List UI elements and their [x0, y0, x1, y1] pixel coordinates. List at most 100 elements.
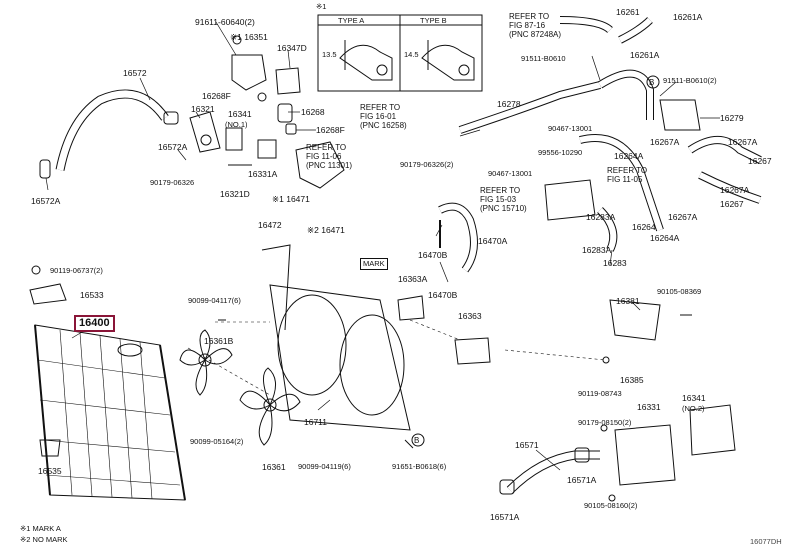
- part-label[interactable]: 16470A: [478, 236, 508, 246]
- part-label[interactable]: ※2 16471: [307, 225, 345, 235]
- inset-type-a: TYPE A: [338, 16, 365, 25]
- marker-b-top: B: [649, 78, 654, 87]
- figure-code: 16077DH: [750, 537, 782, 546]
- part-label[interactable]: 16341: [682, 393, 706, 403]
- part-label[interactable]: 16572A: [31, 196, 61, 206]
- ref-fig-87-16[interactable]: REFER TO FIG 87-16 (PNC 87248A): [509, 12, 562, 39]
- part-label[interactable]: 16278: [497, 99, 521, 109]
- part-label[interactable]: 91611-60640(2): [195, 17, 255, 27]
- footnote-1: ※1 MARK A: [20, 524, 61, 533]
- part-label[interactable]: 16264: [632, 222, 656, 232]
- part-label[interactable]: 16470B: [428, 290, 458, 300]
- bracket-16381: [609, 299, 661, 341]
- bracket-16279: [659, 99, 701, 131]
- inset-dim-a: 13.5: [322, 50, 337, 59]
- bypass-16331a: [257, 139, 277, 159]
- part-label[interactable]: 16267A: [668, 212, 698, 222]
- part-label[interactable]: 16331A: [248, 169, 278, 179]
- part-label[interactable]: 16347D: [277, 43, 307, 53]
- part-label[interactable]: 90105-08160(2): [584, 501, 638, 510]
- part-label[interactable]: 16341: [228, 109, 252, 119]
- ref-fig-11-05[interactable]: REFER TO FIG 11-05: [607, 166, 648, 184]
- part-label[interactable]: 16321: [191, 104, 215, 114]
- part-label[interactable]: 16267A: [650, 137, 680, 147]
- part-label[interactable]: 90179-06326: [150, 178, 195, 187]
- outlet-16321: [189, 111, 221, 153]
- part-label[interactable]: 16268: [301, 107, 325, 117]
- part-label[interactable]: 16268F: [202, 91, 231, 101]
- part-label[interactable]: 16472: [258, 220, 282, 230]
- part-label[interactable]: 16279: [720, 113, 744, 123]
- part-label: (NO.2): [682, 404, 705, 413]
- mount-16535: [39, 439, 61, 457]
- part-label[interactable]: ※1 16471: [272, 194, 310, 204]
- part-label[interactable]: 16381: [616, 296, 640, 306]
- part-label[interactable]: 16261A: [673, 12, 703, 22]
- gasket-16341-no2: [689, 404, 736, 456]
- part-label[interactable]: 90099-04117(6): [188, 296, 241, 305]
- part-label[interactable]: 16363A: [398, 274, 428, 284]
- part-label[interactable]: 16264A: [650, 233, 680, 243]
- part-label[interactable]: 16267: [720, 199, 744, 209]
- ref-fig-15-03[interactable]: REFER TO FIG 15-03 (PNC 15710): [480, 186, 527, 213]
- part-label[interactable]: 16711: [304, 417, 328, 427]
- inset-dim-b: 14.5: [404, 50, 419, 59]
- highlighted-part-16400[interactable]: 16400: [74, 315, 115, 332]
- part-label[interactable]: 90099-05164(2): [190, 437, 244, 446]
- part-label[interactable]: 90099-04119(6): [298, 462, 351, 471]
- part-label[interactable]: 16572A: [158, 142, 188, 152]
- part-label[interactable]: 16361B: [204, 336, 234, 346]
- part-label[interactable]: 16267A: [728, 137, 758, 147]
- mark-tag: MARK: [360, 258, 388, 270]
- part-label[interactable]: 90179-06326(2): [400, 160, 454, 169]
- part-label[interactable]: 91511-B0610: [521, 54, 566, 63]
- part-label[interactable]: 16533: [80, 290, 104, 300]
- part-label[interactable]: 16261A: [630, 50, 660, 60]
- part-label[interactable]: 16261: [616, 7, 640, 17]
- part-label[interactable]: 16361: [262, 462, 286, 472]
- ref-fig-11-06[interactable]: REFER TO FIG 11-06 (PNC 11301): [306, 143, 353, 170]
- part-label[interactable]: 16470B: [418, 250, 448, 260]
- inlet-16331: [614, 424, 676, 486]
- part-label[interactable]: 16268F: [316, 125, 345, 135]
- part-label[interactable]: 91511-B0610(2): [663, 76, 717, 85]
- part-label[interactable]: 16283A: [582, 245, 612, 255]
- part-label[interactable]: 16385: [620, 375, 644, 385]
- part-label[interactable]: 16571A: [490, 512, 520, 522]
- part-label[interactable]: 16571A: [567, 475, 597, 485]
- inset-type-b: TYPE B: [420, 16, 447, 25]
- mount-16533: [29, 283, 67, 305]
- part-label[interactable]: 90105-08369: [657, 287, 702, 296]
- part-label[interactable]: 90179-08150(2): [578, 418, 632, 427]
- part-label: (NO.1): [225, 120, 248, 129]
- part-label[interactable]: 16264A: [614, 151, 644, 161]
- throttle-body-ref: [544, 179, 596, 221]
- part-label[interactable]: 90467-13001: [548, 124, 593, 133]
- part-label[interactable]: 90119-06737(2): [50, 266, 103, 275]
- part-label[interactable]: 91651-B0618(6): [392, 462, 447, 471]
- part-label[interactable]: 16571: [515, 440, 539, 450]
- part-label[interactable]: 16267: [748, 156, 772, 166]
- part-label[interactable]: 90119-08743: [578, 389, 622, 398]
- part-label[interactable]: 16267A: [720, 185, 750, 195]
- valve-16363a: [397, 295, 425, 321]
- part-label[interactable]: 16283A: [586, 212, 616, 222]
- fan-16361: [239, 367, 301, 446]
- marker-b-bottom: B: [414, 436, 419, 445]
- footnote-2: ※2 NO MARK: [20, 535, 68, 544]
- part-label[interactable]: 16363: [458, 311, 482, 321]
- motor-16363: [454, 337, 491, 365]
- part-label[interactable]: 16283: [603, 258, 627, 268]
- part-label[interactable]: ※1 16351: [230, 32, 268, 42]
- ref-fig-16-01[interactable]: REFER TO FIG 16-01 (PNC 16258): [360, 103, 407, 130]
- part-label[interactable]: 90467-13001: [488, 169, 533, 178]
- part-label[interactable]: 99556-10290: [538, 148, 583, 157]
- part-label[interactable]: 16535: [38, 466, 62, 476]
- part-label[interactable]: 16331: [637, 402, 661, 412]
- gasket-16347d: [275, 67, 301, 95]
- part-label[interactable]: 16321D: [220, 189, 250, 199]
- part-label[interactable]: 16572: [123, 68, 147, 78]
- thermostat-16341: [225, 127, 243, 151]
- type-a-bracket: [339, 44, 393, 81]
